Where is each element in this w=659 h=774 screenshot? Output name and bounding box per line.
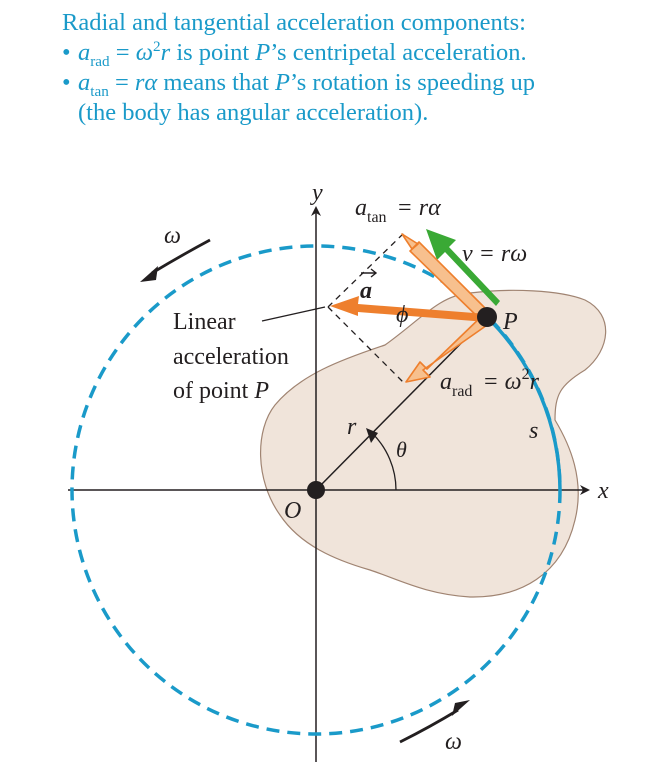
construction-dash-2 <box>327 306 405 384</box>
y-axis-label: y <box>310 180 323 206</box>
caption-heading: Radial and tangential acceleration compo… <box>62 9 526 36</box>
theta-label: θ <box>396 437 407 462</box>
omega-arrowhead-bottom <box>452 700 470 716</box>
omega-top-label: ω <box>164 223 181 249</box>
linear-accel-line1: Linear <box>173 309 236 335</box>
theta-arrowhead <box>366 428 378 443</box>
arc-length-label: s <box>529 418 538 444</box>
total-accel-arrow <box>330 296 487 322</box>
phi-label: ϕ <box>396 302 408 328</box>
caption-bullet-tangential: •atan = rα means that P’s rotation is sp… <box>62 69 535 100</box>
caption: Radial and tangential acceleration compo… <box>62 8 652 128</box>
tangential-accel-arrow <box>401 233 491 322</box>
accel-vector-label: a <box>360 278 372 304</box>
point-p <box>477 307 497 327</box>
caption-bullet-radial: •arad = ω2r is point P’s centripetal acc… <box>62 37 527 70</box>
arc-length-s <box>485 315 562 491</box>
omega-arrow-top <box>151 238 211 275</box>
linear-accel-line3: of point P <box>173 378 269 404</box>
linear-accel-leader <box>261 306 326 322</box>
construction-dash-1 <box>327 232 405 308</box>
rigid-body <box>260 289 607 598</box>
point-p-label: P <box>502 309 518 335</box>
vector-arrow-icon <box>361 268 378 278</box>
x-axis-label: x <box>597 478 609 504</box>
omega-bottom-label: ω <box>445 729 462 755</box>
a-tan-label: atan= rα <box>355 195 441 226</box>
velocity-arrow <box>426 229 500 306</box>
linear-accel-line2: acceleration <box>173 344 289 370</box>
caption-bullet-tangential-cont: (the body has angular acceleration). <box>78 99 429 126</box>
omega-arrowhead-top <box>140 266 158 282</box>
a-rad-label: arad= ω2r <box>440 366 540 400</box>
theta-arc <box>371 432 397 491</box>
radial-accel-arrow <box>405 313 491 383</box>
radius-label: r <box>347 414 357 440</box>
velocity-label: v = rω <box>462 241 527 267</box>
origin-label: O <box>284 498 301 524</box>
origin-point <box>307 481 325 499</box>
